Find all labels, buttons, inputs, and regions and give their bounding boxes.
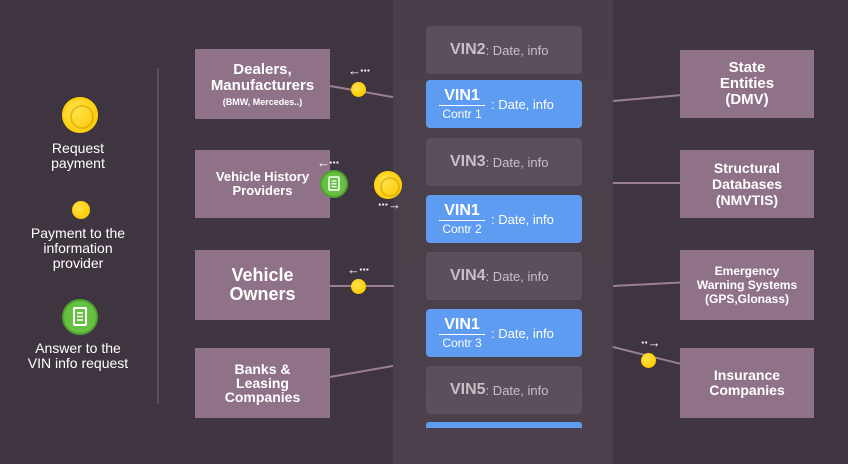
connector-banks	[329, 364, 394, 378]
block-vin5: VIN5: Date, info	[426, 366, 582, 414]
entity-banks-title: Banks & Leasing Companies	[224, 361, 301, 405]
block-vin5-info: : Date, info	[485, 382, 549, 398]
dealers-payment-coin-icon	[351, 82, 366, 97]
block-vin1-contr3-contr: Contr 3	[442, 336, 482, 351]
entity-state: State Entities (DMV)	[680, 50, 814, 118]
block-vin3-vin: VIN3	[450, 153, 486, 170]
block-vin2-vin: VIN2	[450, 41, 486, 58]
legend-divider	[157, 68, 159, 404]
history-arrow-right-icon: ···→	[378, 197, 401, 212]
entity-dealers-title: Dealers, Manufacturers	[210, 60, 315, 94]
dealers-arrow-left-icon: ←···	[348, 63, 371, 78]
entity-dealers-subtitle: (BMW, Mercedes..)	[222, 96, 303, 107]
block-vin4-vin: VIN4	[450, 267, 486, 284]
legend-payment-to-provider: Payment to the information provider	[30, 225, 126, 271]
block-vin1-contr2-contr: Contr 2	[442, 222, 482, 237]
answer-document-icon	[62, 299, 98, 335]
entity-insurance-title: Insurance Companies	[709, 367, 785, 398]
block-vin5-vin: VIN5	[450, 381, 486, 398]
owners-payment-coin-icon	[351, 279, 366, 294]
insurance-payment-coin-icon	[641, 353, 656, 368]
connector-emergency	[612, 281, 681, 287]
entity-structural-title: Structural Databases (NMVTIS)	[711, 160, 783, 208]
block-vin1-contr1-contr: Contr 1	[442, 107, 482, 122]
connector-state	[612, 94, 681, 102]
block-vin1-contr1-info: : Date, info	[491, 96, 554, 112]
request-payment-coin-icon	[62, 97, 98, 133]
block-vin3: VIN3: Date, info	[426, 138, 582, 186]
entity-state-title: State Entities (DMV)	[719, 59, 775, 108]
block-vin2: VIN2: Date, info	[426, 26, 582, 74]
block-vin1-contr3-info: : Date, info	[491, 325, 554, 341]
block-vin2-info: : Date, info	[485, 42, 549, 58]
entity-structural: Structural Databases (NMVTIS)	[680, 150, 814, 218]
entity-history-providers: Vehicle History Providers	[195, 150, 330, 218]
block-vin1-contr2-vin: VIN1	[444, 201, 480, 219]
history-request-coin-icon	[374, 171, 402, 199]
block-vin4: VIN4: Date, info	[426, 252, 582, 300]
entity-dealers: Dealers, Manufacturers (BMW, Mercedes..)	[195, 49, 330, 119]
entity-vehicle-owners-title: Vehicle Owners	[229, 265, 296, 304]
legend-answer-to-request: Answer to the VIN info request	[27, 340, 129, 371]
block-vin1-contr3-vin: VIN1	[444, 315, 480, 333]
block-vin4-info: : Date, info	[485, 268, 549, 284]
insurance-arrow-right-icon: ··→	[641, 335, 661, 350]
entity-history-providers-title: Vehicle History Providers	[215, 169, 310, 198]
entity-banks: Banks & Leasing Companies	[195, 348, 330, 418]
history-answer-document-icon	[320, 170, 348, 198]
block-vin1-contr1-vin: VIN1	[444, 86, 480, 104]
entity-emergency: Emergency Warning Systems (GPS,Glonass)	[680, 250, 814, 320]
history-arrow-left-icon: ←···	[317, 155, 340, 170]
block-vin3-info: : Date, info	[485, 154, 549, 170]
entity-vehicle-owners: Vehicle Owners	[195, 250, 330, 320]
block-partial-bottom	[426, 422, 582, 428]
legend-request-payment: Request payment	[51, 140, 105, 171]
connector-structural	[613, 182, 681, 184]
block-vin1-contr2-info: : Date, info	[491, 211, 554, 227]
payment-coin-icon	[72, 201, 90, 219]
entity-emergency-title: Emergency Warning Systems (GPS,Glonass)	[696, 264, 798, 306]
entity-insurance: Insurance Companies	[680, 348, 814, 418]
owners-arrow-left-icon: ←···	[347, 262, 370, 277]
